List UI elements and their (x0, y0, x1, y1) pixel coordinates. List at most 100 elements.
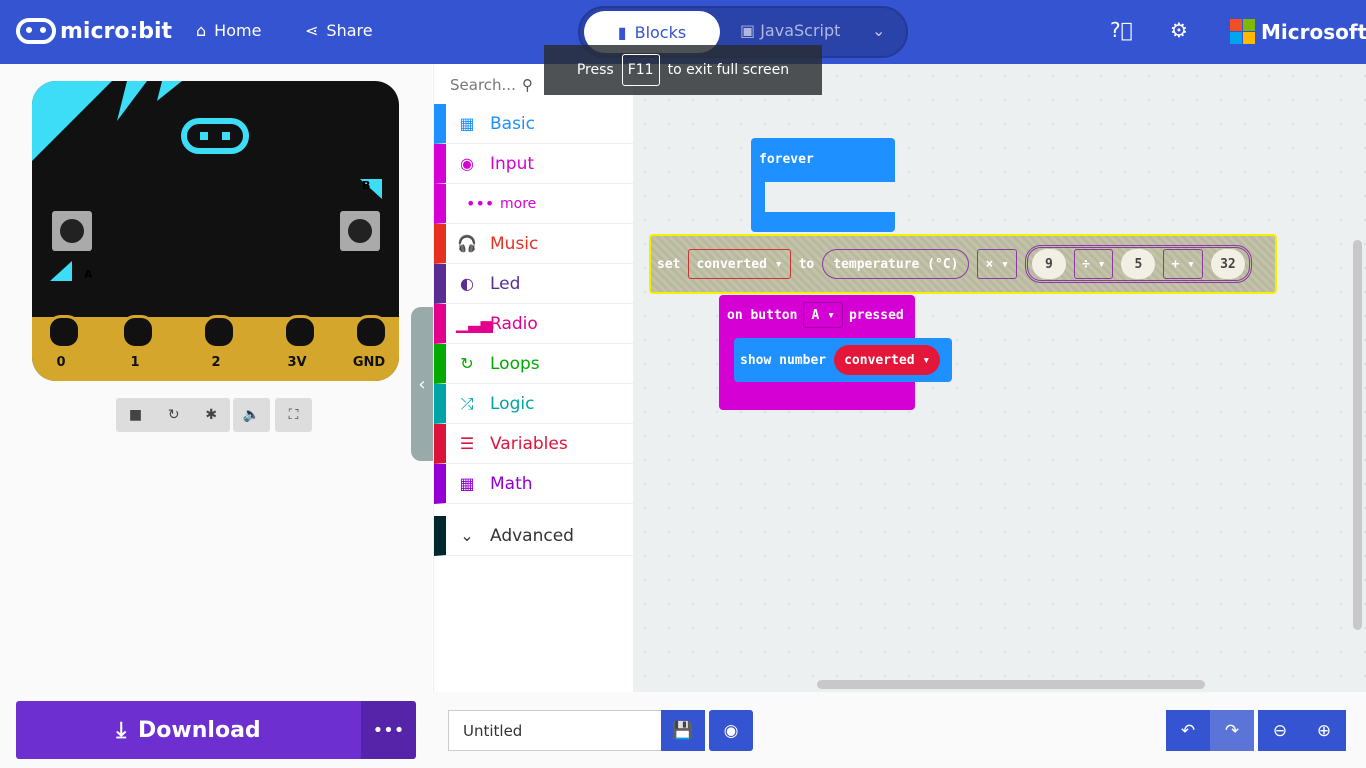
number-9[interactable]: 9 (1031, 249, 1066, 279)
help-icon[interactable]: ?⃝ (1110, 18, 1133, 42)
share-icon: ⋖ (305, 21, 319, 40)
toolbox-category-input[interactable]: ◉ Input (434, 144, 633, 184)
button-a-label: A (84, 268, 93, 281)
refresh-icon: ↻ (460, 354, 474, 373)
toolbox-category-led[interactable]: ◐Led (434, 264, 633, 304)
operator-plus-dropdown[interactable]: + ▾ (1163, 249, 1203, 279)
microbit-board[interactable]: A B 0 1 2 3V GND (32, 81, 399, 381)
button-dropdown[interactable]: A ▾ (803, 302, 843, 328)
stop-icon[interactable]: ■ (128, 407, 143, 423)
variable-dropdown[interactable]: converted ▾ (688, 249, 791, 279)
toolbox-category-more[interactable]: ••• more (434, 184, 633, 224)
download-icon: ⤓ (116, 717, 127, 743)
category-label: Variables (490, 433, 568, 454)
category-label: Music (490, 233, 539, 254)
share-button[interactable]: ⋖Share (305, 21, 373, 40)
workspace[interactable]: forever set converted ▾ to temperature (… (633, 64, 1366, 692)
toolbox-category-logic[interactable]: ⤮ Logic (434, 384, 633, 424)
button-a[interactable] (52, 211, 92, 251)
pin-0[interactable]: 0 (44, 315, 81, 381)
tab-blocks-label: Blocks (634, 22, 687, 42)
shuffle-icon: ⤮ (460, 393, 474, 413)
toolbox-category-basic[interactable]: ▦Basic (434, 104, 633, 144)
home-button[interactable]: ⌂Home (196, 21, 261, 40)
set-variable-block[interactable]: set converted ▾ to temperature (°C) × ▾ … (649, 234, 1277, 294)
button-name: A (811, 307, 820, 323)
toolbox-category-advanced[interactable]: ⌄ Advanced (434, 516, 633, 556)
category-label: Math (490, 473, 533, 494)
logo-text: micro:bit (60, 18, 173, 44)
show-number-label: show number (740, 352, 827, 368)
converted-label: converted (844, 352, 915, 368)
category-label: Logic (490, 393, 535, 414)
toolbox-category-math[interactable]: ▦ Math (434, 464, 633, 504)
operator-divide-dropdown[interactable]: ÷ ▾ (1073, 249, 1114, 279)
headphones-icon: 🎧 (457, 234, 477, 253)
js-icon: ▣ (740, 21, 761, 40)
operator-multiply-dropdown[interactable]: × ▾ (977, 249, 1017, 279)
dots-icon: ••• (466, 194, 495, 213)
github-icon[interactable]: ◉ (709, 710, 753, 751)
toolbox: Search... ⚲ ▦Basic ◉ Input ••• more 🎧 Music ◐Le… (433, 64, 633, 692)
more-options-button[interactable]: ••• (361, 701, 416, 759)
toolbox-category-radio[interactable]: ▁▃▅Radio (434, 304, 633, 344)
microsoft-logo[interactable]: Microsoft (1230, 19, 1366, 44)
pin-2[interactable]: 2 (199, 315, 236, 381)
forever-block[interactable]: forever (751, 138, 895, 232)
undo-icon[interactable]: ↶ (1166, 710, 1210, 751)
restart-icon[interactable]: ↻ (167, 407, 180, 423)
grid-icon: ▦ (459, 114, 475, 133)
header: micro:bit ⌂Home ⋖Share ▮Blocks ▣ JavaScr… (0, 0, 1366, 64)
to-label: to (798, 256, 815, 272)
toolbox-category-music[interactable]: 🎧 Music (434, 224, 633, 264)
tab-javascript[interactable]: ▣ JavaScript (740, 21, 840, 40)
category-label: Input (490, 153, 535, 174)
chevron-down-icon: ⌄ (460, 526, 474, 545)
search-input[interactable]: Search... (450, 76, 516, 94)
toolbox-category-variables[interactable]: ☰Variables (434, 424, 633, 464)
debug-icon[interactable]: ✱ (205, 407, 218, 423)
category-label: Radio (490, 313, 538, 334)
vertical-scrollbar[interactable] (1353, 240, 1362, 630)
on-button-label: on button (727, 307, 798, 323)
pin-3v[interactable]: 3V (280, 315, 317, 381)
chevron-down-icon[interactable]: ⌄ (872, 21, 886, 40)
target-icon: ◉ (460, 154, 474, 173)
zoom-in-icon[interactable]: ⊕ (1302, 710, 1346, 751)
pin-gnd[interactable]: GND (351, 315, 388, 381)
show-number-block[interactable]: show number converted ▾ (734, 338, 952, 382)
pin-strip: 0 1 2 3V GND (32, 315, 399, 381)
calculator-icon: ▦ (459, 474, 475, 493)
project-name-input[interactable]: Untitled (448, 710, 662, 751)
fullscreen-icon[interactable]: ⛶ (275, 398, 312, 432)
op3: + (1171, 256, 1180, 272)
collapse-simulator-button[interactable]: ‹ (411, 307, 433, 461)
number-5[interactable]: 5 (1121, 249, 1156, 279)
number-32[interactable]: 32 (1210, 249, 1245, 279)
microsoft-icon (1230, 19, 1255, 44)
mute-icon[interactable]: 🔈 (233, 398, 270, 432)
zoom-out-icon[interactable]: ⊖ (1258, 710, 1302, 751)
bottom-bar: ⤓Download ••• Untitled 💾 ◉ ↶ ↷ ⊖ ⊕ (0, 692, 1366, 768)
notice-key: F11 (621, 54, 660, 86)
set-label: set (657, 256, 681, 272)
horizontal-scrollbar[interactable] (817, 680, 1205, 689)
microbit-icon (16, 18, 56, 44)
pin-1[interactable]: 1 (118, 315, 155, 381)
gear-icon[interactable]: ⚙ (1170, 18, 1188, 42)
category-label: Advanced (490, 525, 574, 546)
save-icon[interactable]: 💾 (661, 710, 705, 751)
category-label: more (500, 195, 537, 212)
math-expression[interactable]: 9 ÷ ▾ 5 + ▾ 32 (1024, 245, 1252, 283)
redo-icon[interactable]: ↷ (1210, 710, 1254, 751)
button-b-label: B (362, 179, 371, 192)
toolbox-category-loops[interactable]: ↻Loops (434, 344, 633, 384)
download-button[interactable]: ⤓Download (16, 701, 361, 759)
button-b[interactable] (340, 211, 380, 251)
search-icon[interactable]: ⚲ (522, 76, 533, 94)
temperature-block[interactable]: temperature (°C) (822, 249, 970, 279)
forever-label: forever (759, 152, 814, 167)
converted-variable-pill[interactable]: converted ▾ (834, 345, 941, 375)
microbit-logo[interactable]: micro:bit (16, 18, 172, 44)
